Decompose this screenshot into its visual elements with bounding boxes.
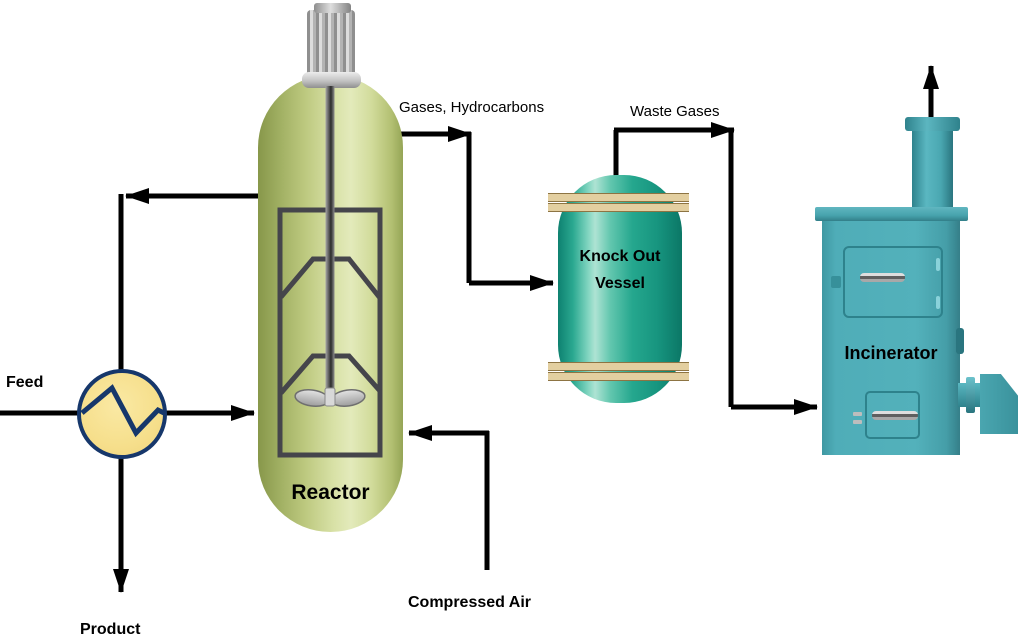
incinerator-label: Incinerator	[844, 343, 938, 363]
compressed-air-stream-label: Compressed Air	[408, 594, 531, 611]
reactor-vessel	[258, 75, 403, 532]
upper-door-knob	[831, 276, 841, 288]
knock-out-vessel-label-line1: Knock Out	[579, 248, 661, 265]
incinerator-side-hinge	[956, 328, 964, 354]
vessel-band	[548, 372, 689, 381]
vessel-band	[548, 193, 689, 202]
incinerator-chimney-rim	[905, 117, 960, 131]
product-stream-label: Product	[80, 621, 141, 638]
gases-hydrocarbons-stream-label: Gases, Hydrocarbons	[399, 99, 545, 116]
reactor-label: Reactor	[291, 481, 370, 504]
door-hinge-mark	[936, 258, 940, 271]
knock-out-vessel-label: Knock Out Vessel	[558, 243, 682, 297]
agitator-motor	[307, 10, 355, 75]
incinerator-lid	[815, 207, 968, 221]
incinerator-chimney	[912, 128, 953, 210]
knock-out-vessel-label-line2: Vessel	[595, 275, 645, 292]
burner-pipe-collar	[966, 377, 975, 413]
waste-gases-stream-label: Waste Gases	[630, 103, 720, 120]
lower-door-mark	[853, 420, 862, 424]
vessel-band	[548, 362, 689, 371]
agitator-motor-cap	[314, 3, 351, 13]
incinerator-lower-door	[865, 391, 920, 439]
lower-door-mark	[853, 412, 862, 416]
upper-door-handle	[860, 273, 905, 282]
feed-stream-label: Feed	[6, 374, 44, 391]
vessel-band	[548, 203, 689, 212]
heat-exchanger-symbol	[77, 369, 167, 459]
incinerator-upper-door	[843, 246, 943, 318]
agitator-motor-flange	[302, 72, 361, 88]
door-hinge-mark	[936, 296, 940, 309]
lower-door-handle	[872, 411, 918, 420]
